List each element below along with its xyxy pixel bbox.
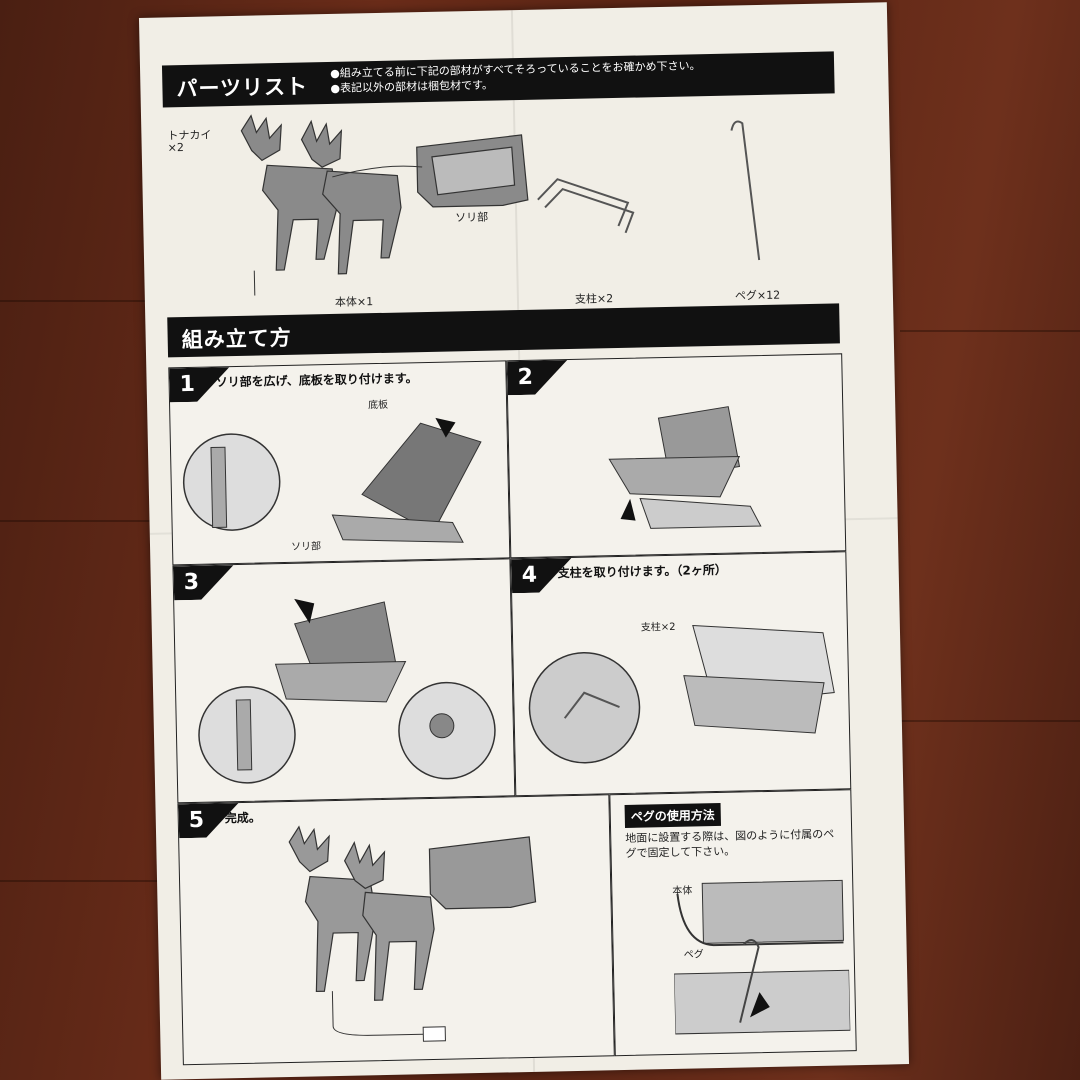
step-number: 4: [521, 562, 538, 589]
step-3-illustration: [198, 598, 496, 784]
wood-seam: [0, 880, 160, 882]
parts-header-bar: パーツリスト ●組み立てる前に下記の部材がすべてそろっていることをお確かめ下さい…: [161, 51, 835, 108]
step-3-panel: 3: [172, 558, 516, 804]
wood-seam: [0, 520, 160, 522]
assembly-title: 組み立て方: [181, 325, 292, 353]
body-caption: 本体×1: [334, 295, 374, 309]
instruction-sheet: パーツリスト ●組み立てる前に下記の部材がすべてそろっていることをお確かめ下さい…: [138, 2, 910, 1080]
step-4-illustration: [528, 624, 835, 764]
step-text: 完成。: [224, 810, 261, 826]
wood-seam: [0, 300, 160, 302]
post-caption: 支柱×2: [574, 292, 614, 306]
step-4-panel: 4 支柱を取り付けます。（2ヶ所） 支柱×2: [510, 551, 852, 797]
step-2-panel: 2: [506, 353, 847, 559]
wood-seam: [900, 720, 1080, 722]
parts-note: ●表記以外の部材は梱包材です。: [330, 78, 494, 95]
step-text: ソリ部を広げ、底板を取り付けます。: [215, 371, 418, 390]
reindeer-sleigh-illustration: [240, 114, 529, 296]
parts-note: ●組み立てる前に下記の部材がすべてそろっていることをお確かめ下さい。: [330, 59, 701, 80]
peg-caption: ペグ×12: [734, 288, 781, 303]
step-1-panel: 1 ソリ部を広げ、底板を取り付けます。 底板 ソリ部: [168, 360, 511, 566]
wood-seam: [900, 330, 1080, 332]
step-5-illustration: [288, 825, 537, 1042]
post-illustration: [537, 178, 635, 234]
sleigh-label: ソリ部: [455, 210, 489, 225]
peg-usage-title: ペグの使用方法: [624, 802, 722, 828]
step-number: 2: [517, 364, 534, 391]
step-1-illustration: [182, 417, 482, 543]
step-2-illustration: [608, 406, 762, 529]
step-number: 5: [188, 807, 205, 834]
step-number: 1: [179, 371, 196, 398]
peg-usage-panel: ペグの使用方法 地面に設置する際は、図のように付属のペグで固定して下さい。 本体…: [609, 789, 857, 1057]
reindeer-qty: ×2: [167, 141, 185, 155]
peg-illustration: [730, 120, 761, 261]
parts-title: パーツリスト: [176, 74, 309, 102]
step-text: 支柱を取り付けます。（2ヶ所）: [557, 562, 727, 581]
peg-usage-illustration: [673, 879, 851, 1035]
step-5-panel: 5 完成。: [177, 794, 615, 1066]
peg-usage-description: 地面に設置する際は、図のように付属のペグで固定して下さい。: [625, 827, 835, 860]
assembly-header-bar: 組み立て方: [167, 303, 840, 358]
